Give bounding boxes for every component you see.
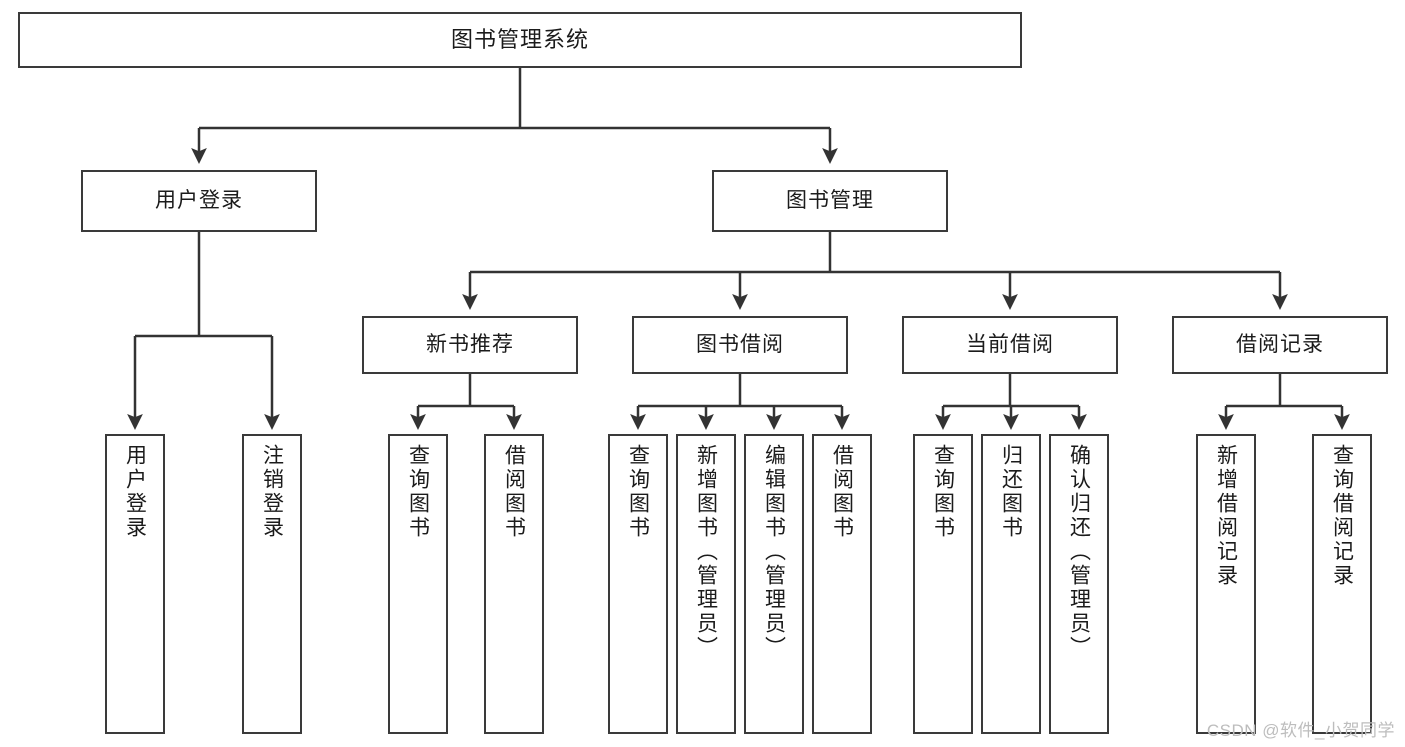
node-label: 图书借阅 [696,332,784,356]
node-label: 新增图书（管理员） [694,444,718,660]
leaf-query-borrow-record[interactable]: 查询借阅记录 [1312,434,1372,734]
node-new-book-recommend[interactable]: 新书推荐 [362,316,578,374]
node-root-book-management-system[interactable]: 图书管理系统 [18,12,1022,68]
node-label: 编辑图书（管理员） [762,444,786,660]
leaf-query-book-1[interactable]: 查询图书 [388,434,448,734]
leaf-add-borrow-record[interactable]: 新增借阅记录 [1196,434,1256,734]
node-current-borrow[interactable]: 当前借阅 [902,316,1118,374]
node-label: 借阅图书 [830,444,854,540]
node-label: 归还图书 [999,444,1023,540]
node-label: 借阅记录 [1236,332,1324,356]
node-label: 图书管理系统 [450,27,589,53]
leaf-logout-login[interactable]: 注销登录 [242,434,302,734]
node-label: 用户登录 [155,188,243,212]
node-label: 注销登录 [260,444,284,540]
node-label: 用户登录 [123,444,147,540]
leaf-query-book-3[interactable]: 查询图书 [913,434,973,734]
node-label: 查询图书 [931,444,955,540]
node-label: 查询借阅记录 [1330,444,1354,588]
leaf-borrow-book-1[interactable]: 借阅图书 [484,434,544,734]
node-label: 图书管理 [786,188,874,212]
leaf-add-book-admin[interactable]: 新增图书（管理员） [676,434,736,734]
node-label: 确认归还（管理员） [1067,444,1091,660]
leaf-confirm-return-admin[interactable]: 确认归还（管理员） [1049,434,1109,734]
node-label: 当前借阅 [966,332,1054,356]
node-label: 借阅图书 [502,444,526,540]
leaf-user-login[interactable]: 用户登录 [105,434,165,734]
node-label: 查询图书 [626,444,650,540]
node-book-management[interactable]: 图书管理 [712,170,948,232]
node-borrow-record[interactable]: 借阅记录 [1172,316,1388,374]
node-label: 新增借阅记录 [1214,444,1238,588]
leaf-edit-book-admin[interactable]: 编辑图书（管理员） [744,434,804,734]
leaf-return-book[interactable]: 归还图书 [981,434,1041,734]
node-label: 新书推荐 [426,332,514,356]
node-book-borrow[interactable]: 图书借阅 [632,316,848,374]
leaf-query-book-2[interactable]: 查询图书 [608,434,668,734]
watermark: CSDN @软件_小贺同学 [1206,721,1395,740]
node-user-login[interactable]: 用户登录 [81,170,317,232]
leaf-borrow-book-2[interactable]: 借阅图书 [812,434,872,734]
node-label: 查询图书 [406,444,430,540]
